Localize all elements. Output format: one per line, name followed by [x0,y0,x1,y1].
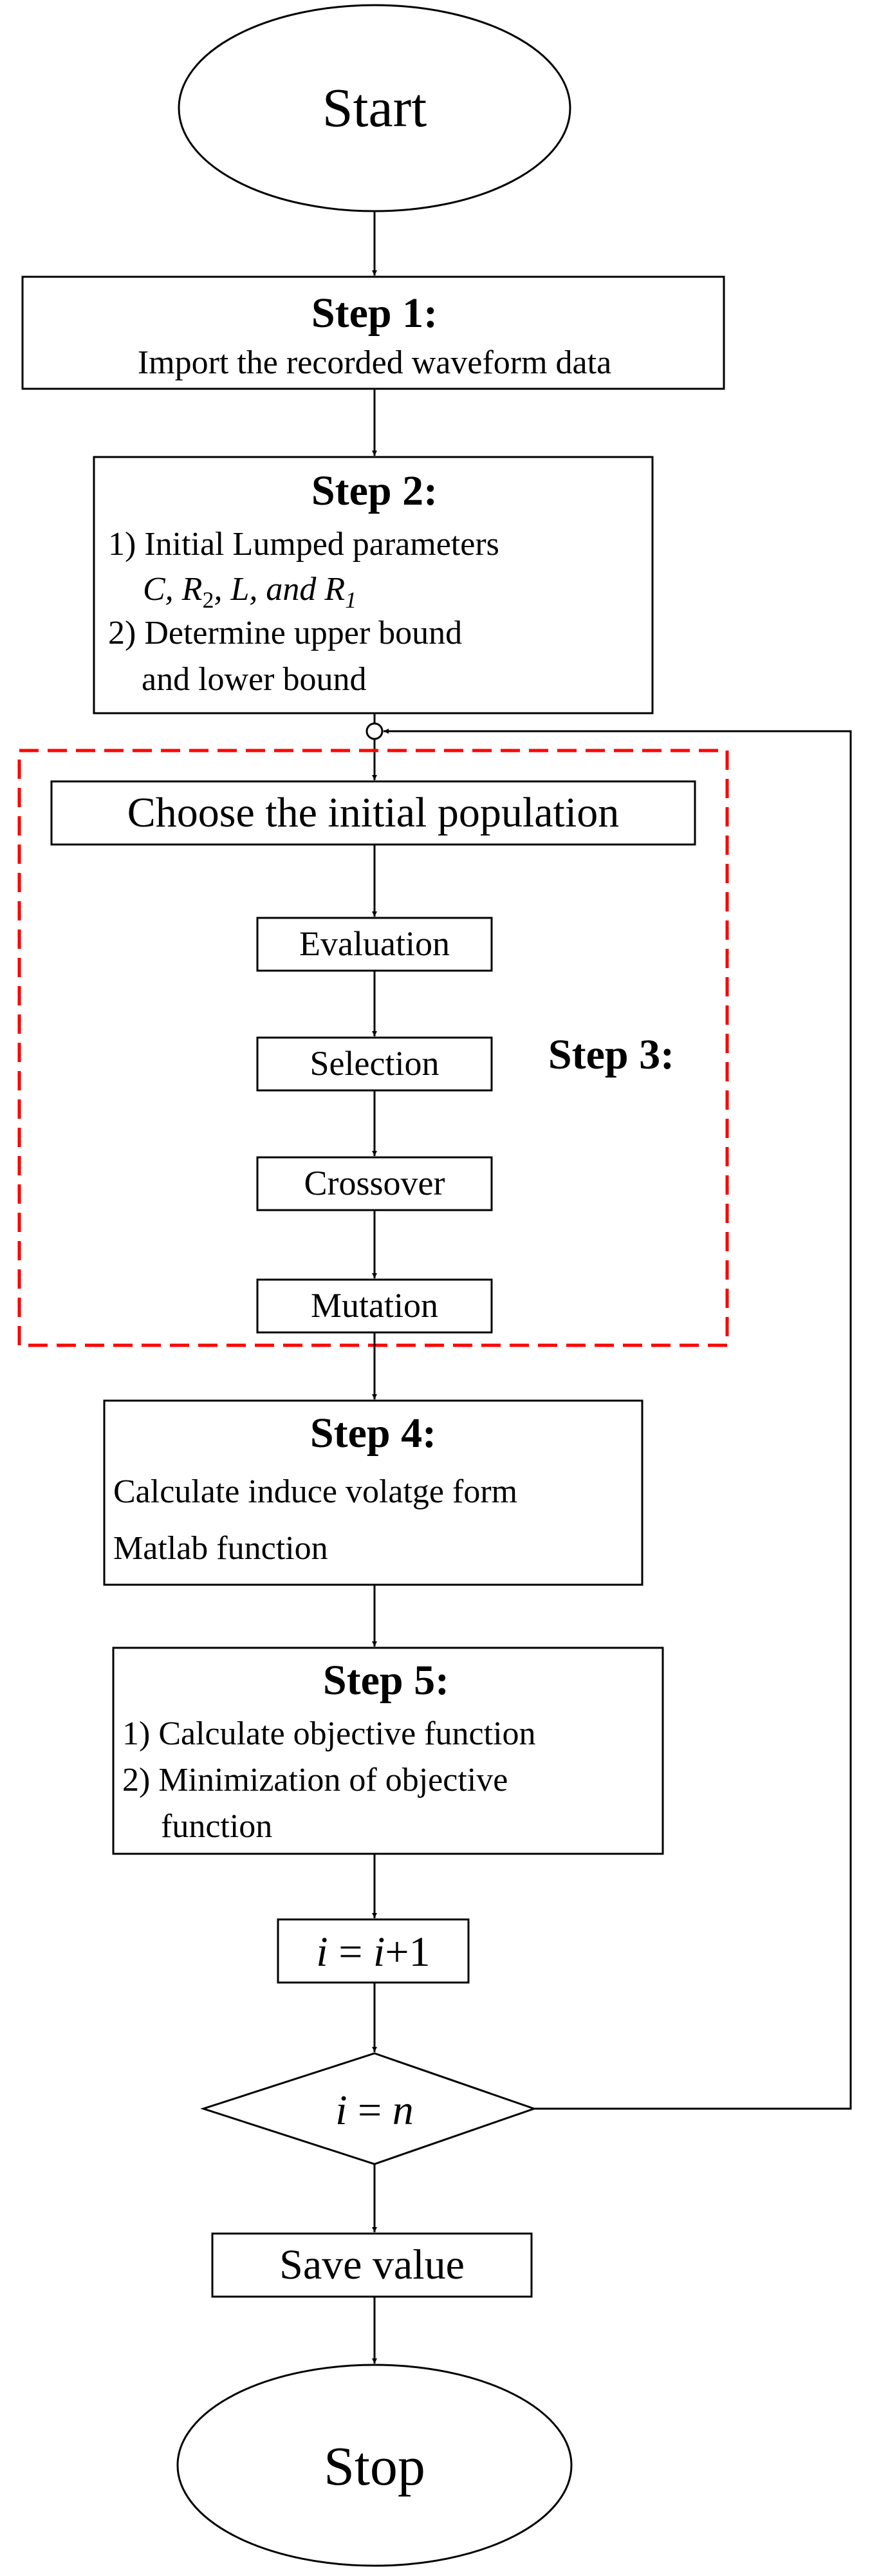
increment-box: i = i+1 [277,1918,470,1984]
step2-line4: and lower bound [142,661,366,698]
crossover-box: Crossover [256,1156,493,1211]
step2-params: C, R2, L, and R1 [143,571,356,613]
loop-back-arrow [384,729,852,2110]
step5-line3: function [161,1808,272,1845]
step1-box: Step 1: Import the recorded waveform dat… [21,275,725,390]
decision-label: i = n [335,2087,414,2134]
step2-line1: 1) Initial Lumped parameters [108,526,499,563]
step2-line3: 2) Determine upper bound [108,615,462,651]
increment-label: i = i+1 [316,1928,430,1975]
loop-junction [365,722,384,740]
step5-title: Step 5: [323,1657,449,1704]
step5-box: Step 5: 1) Calculate objective function … [112,1647,664,1855]
step5-line1: 1) Calculate objective function [122,1715,536,1752]
crossover-label: Crossover [304,1164,445,1202]
start-terminal: Start [178,4,571,212]
step1-text: Import the recorded waveform data [138,344,611,381]
mutation-box: Mutation [256,1278,493,1334]
step2-title: Step 2: [311,467,438,514]
step2-box: Step 2: 1) Initial Lumped parameters C, … [93,456,654,714]
start-label: Start [322,77,427,138]
evaluation-box: Evaluation [256,917,493,972]
selection-label: Selection [310,1044,439,1083]
step4-line2: Matlab function [113,1530,328,1567]
step1-title: Step 1: [311,290,438,337]
stop-terminal: Stop [176,2364,573,2567]
stop-label: Stop [324,2435,425,2497]
step4-title: Step 4: [310,1410,436,1457]
mutation-label: Mutation [311,1286,438,1325]
step5-line2: 2) Minimization of objective [122,1762,508,1798]
step3-group [17,749,729,1347]
save-value-box: Save value [211,2232,533,2298]
save-value-label: Save value [279,2241,465,2288]
initial-population-box: Choose the initial population [50,780,696,846]
evaluation-label: Evaluation [299,924,450,963]
step4-line1: Calculate induce volatge form [113,1473,517,1510]
step3-label: Step 3: [548,1031,674,1078]
decision-diamond: i = n [200,2052,537,2165]
initial-population-label: Choose the initial population [127,789,619,836]
selection-box: Selection [256,1036,493,1092]
step4-box: Step 4: Calculate induce volatge form Ma… [103,1399,643,1586]
